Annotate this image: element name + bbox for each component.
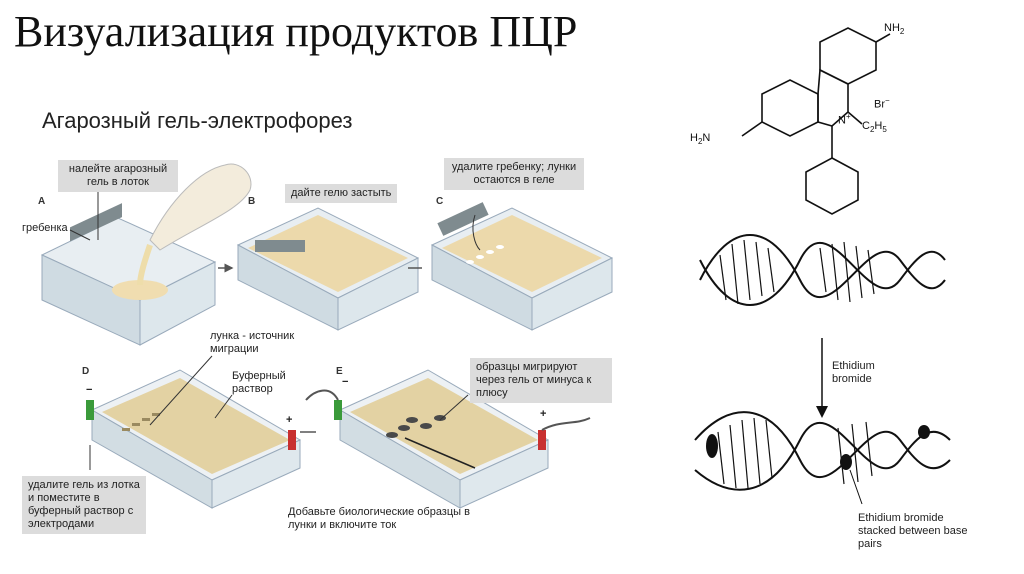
poured-gel-puddle [112, 280, 168, 300]
tray-d [86, 369, 302, 509]
dna-base-pairs-top [719, 239, 875, 305]
leader-lines [69, 188, 481, 470]
ethidium-structure [741, 27, 891, 215]
step-label-a: A [38, 196, 46, 207]
wells-d [122, 413, 160, 431]
label-remove-comb: удалите гребенку; лунки остаются в геле [444, 158, 584, 190]
label-comb: гребенка [22, 222, 68, 234]
dna-helix-stacked [694, 411, 951, 491]
flask [149, 163, 252, 251]
electrode-minus-d [86, 400, 94, 420]
step-label-e: E [336, 366, 343, 377]
label-well-origin: лунка - источник миграции [210, 330, 295, 355]
tray-b [236, 207, 420, 331]
label-pour-gel: налейте агарозный гель в лоток [58, 160, 178, 192]
label-samples-migrate: образцы мигрируют через гель от минуса к… [470, 358, 612, 403]
page-subtitle: Агарозный гель-электрофорез [42, 108, 353, 133]
dna-helix-plain [699, 234, 946, 306]
plus-sign-d: + [286, 414, 293, 426]
tray-c [430, 202, 614, 331]
tray-e [305, 369, 591, 509]
plus-sign-e: + [540, 408, 547, 420]
wells-c [466, 245, 504, 264]
sample-bands-e [386, 415, 446, 438]
step-label-b: B [248, 196, 256, 207]
stacked-caption: Ethidium bromide stacked between base pa… [858, 512, 968, 550]
comb-a [70, 203, 122, 242]
intercalated-ethidium [706, 425, 930, 470]
page-title: Визуализация продуктов ПЦР [14, 7, 578, 56]
electrode-plus-e [538, 430, 546, 450]
step-label-c: C [436, 196, 444, 207]
label-remove-gel: удалите гель из лотка и поместите в буфе… [22, 476, 146, 534]
comb-c [437, 202, 489, 236]
label-add-samples: Добавьте биологические образцы в лунки и… [288, 506, 470, 531]
electrode-plus-d [288, 430, 296, 450]
label-buffer: Буферный раствор [232, 370, 286, 395]
migration-line [404, 437, 476, 469]
label-let-set: дайте гелю застыть [285, 184, 398, 203]
minus-sign-e: − [342, 376, 349, 388]
stacked-leader [849, 469, 863, 505]
gel-stream [137, 244, 153, 286]
tray-a [40, 163, 252, 346]
step-label-d: D [82, 366, 90, 377]
bromide-counterion: Br− [874, 96, 890, 111]
minus-sign-d: − [86, 384, 93, 396]
wire-plus-e [541, 417, 591, 431]
comb-b [255, 240, 305, 252]
ethyl-group: C2H5 [862, 120, 887, 135]
dna-base-pairs-bottom [717, 417, 873, 489]
amine-group-left: H2N [690, 132, 711, 147]
quaternary-nitrogen: N+ [838, 112, 851, 127]
reaction-arrow-label: Ethidium bromide [832, 360, 875, 385]
wire-minus-e [305, 389, 339, 401]
amine-group-top: NH2 [884, 22, 905, 37]
electrode-minus-e [334, 400, 342, 420]
